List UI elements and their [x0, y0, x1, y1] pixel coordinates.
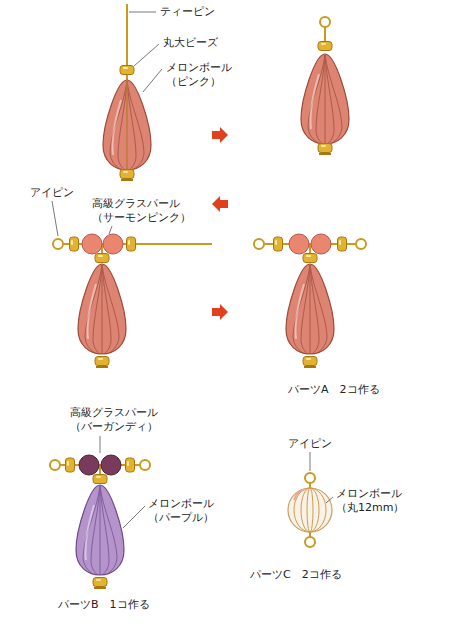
- tee-pin-assembly: [103, 4, 151, 180]
- part-caption: パーツB 1コ作る: [58, 598, 150, 612]
- part-name: ティーピン: [160, 5, 215, 19]
- part-name: メロンボール （パープル）: [148, 497, 214, 526]
- part-b: [50, 455, 150, 588]
- part-name: メロンボール （ピンク）: [166, 61, 232, 90]
- part-a: [254, 234, 366, 367]
- part-caption: パーツA 2コ作る: [288, 383, 380, 397]
- step-arrows: [212, 127, 228, 320]
- part-name: アイピン: [30, 186, 74, 200]
- part-name: 高級グラスパール （バーガンディ）: [70, 406, 158, 435]
- part-caption: パーツC 2コ作る: [250, 568, 342, 582]
- part-name: メロンボール （丸12mm）: [336, 487, 404, 516]
- part-c: [288, 473, 332, 547]
- leader-lines: [52, 12, 333, 528]
- looped-melon: [301, 17, 349, 154]
- part-name: 高級グラスパール （サーモンピンク）: [92, 197, 191, 226]
- part-name: 丸大ビーズ: [163, 36, 218, 50]
- part-name: アイピン: [288, 437, 332, 451]
- eye-pin-assembly: [53, 234, 212, 367]
